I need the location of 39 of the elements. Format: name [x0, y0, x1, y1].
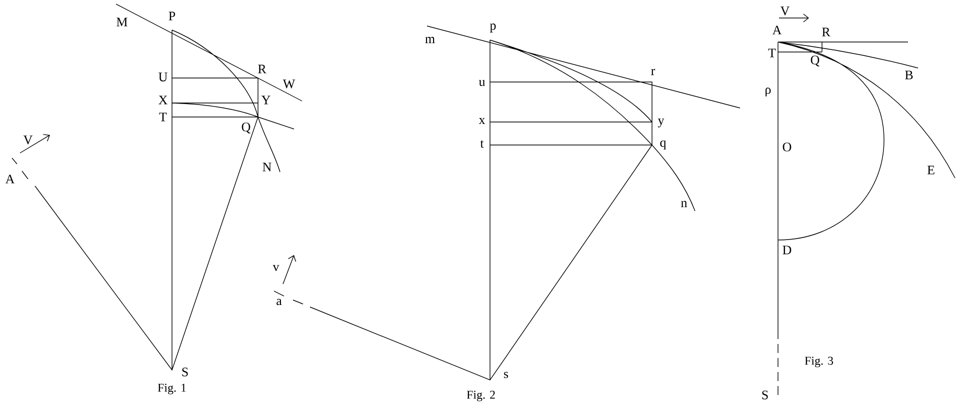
point-label: a	[276, 298, 282, 306]
point-label: u	[478, 80, 486, 86]
point-label: O	[782, 142, 792, 152]
point-label: s	[504, 372, 508, 378]
point-label: S	[762, 390, 768, 400]
point-label: q	[660, 140, 666, 150]
figure-caption: Fig. 3	[804, 356, 834, 368]
point-label: x	[478, 118, 486, 124]
point-label: ρ	[766, 88, 771, 96]
point-label: p	[490, 24, 496, 32]
point-label: W	[282, 80, 296, 88]
point-label: R	[258, 64, 266, 74]
point-label: E	[927, 166, 934, 174]
point-label: U	[158, 72, 168, 82]
point-label: R	[822, 28, 830, 36]
figure-caption: Fig. 2	[466, 390, 495, 402]
figure-caption: Fig. 1	[158, 384, 186, 394]
point-label: V	[780, 6, 790, 16]
point-label: D	[782, 246, 792, 254]
point-label: v	[272, 264, 280, 272]
point-label: M	[116, 18, 128, 26]
point-label: n	[681, 200, 688, 208]
point-label: V	[23, 136, 33, 144]
point-label: B	[905, 70, 913, 80]
point-label: T	[768, 48, 776, 58]
point-label: X	[158, 96, 168, 104]
point-label: Y	[261, 96, 270, 104]
point-label: S	[182, 368, 188, 376]
point-label: T	[159, 112, 167, 122]
point-label: m	[425, 36, 435, 44]
point-label: N	[262, 162, 272, 172]
point-label: Q	[810, 56, 820, 66]
point-label: A	[5, 174, 15, 184]
point-label: A	[772, 26, 782, 34]
point-label: r	[651, 68, 656, 76]
point-label: Q	[242, 122, 250, 134]
point-label: y	[658, 118, 664, 128]
point-label: P	[168, 12, 176, 20]
point-label: t	[480, 140, 484, 148]
